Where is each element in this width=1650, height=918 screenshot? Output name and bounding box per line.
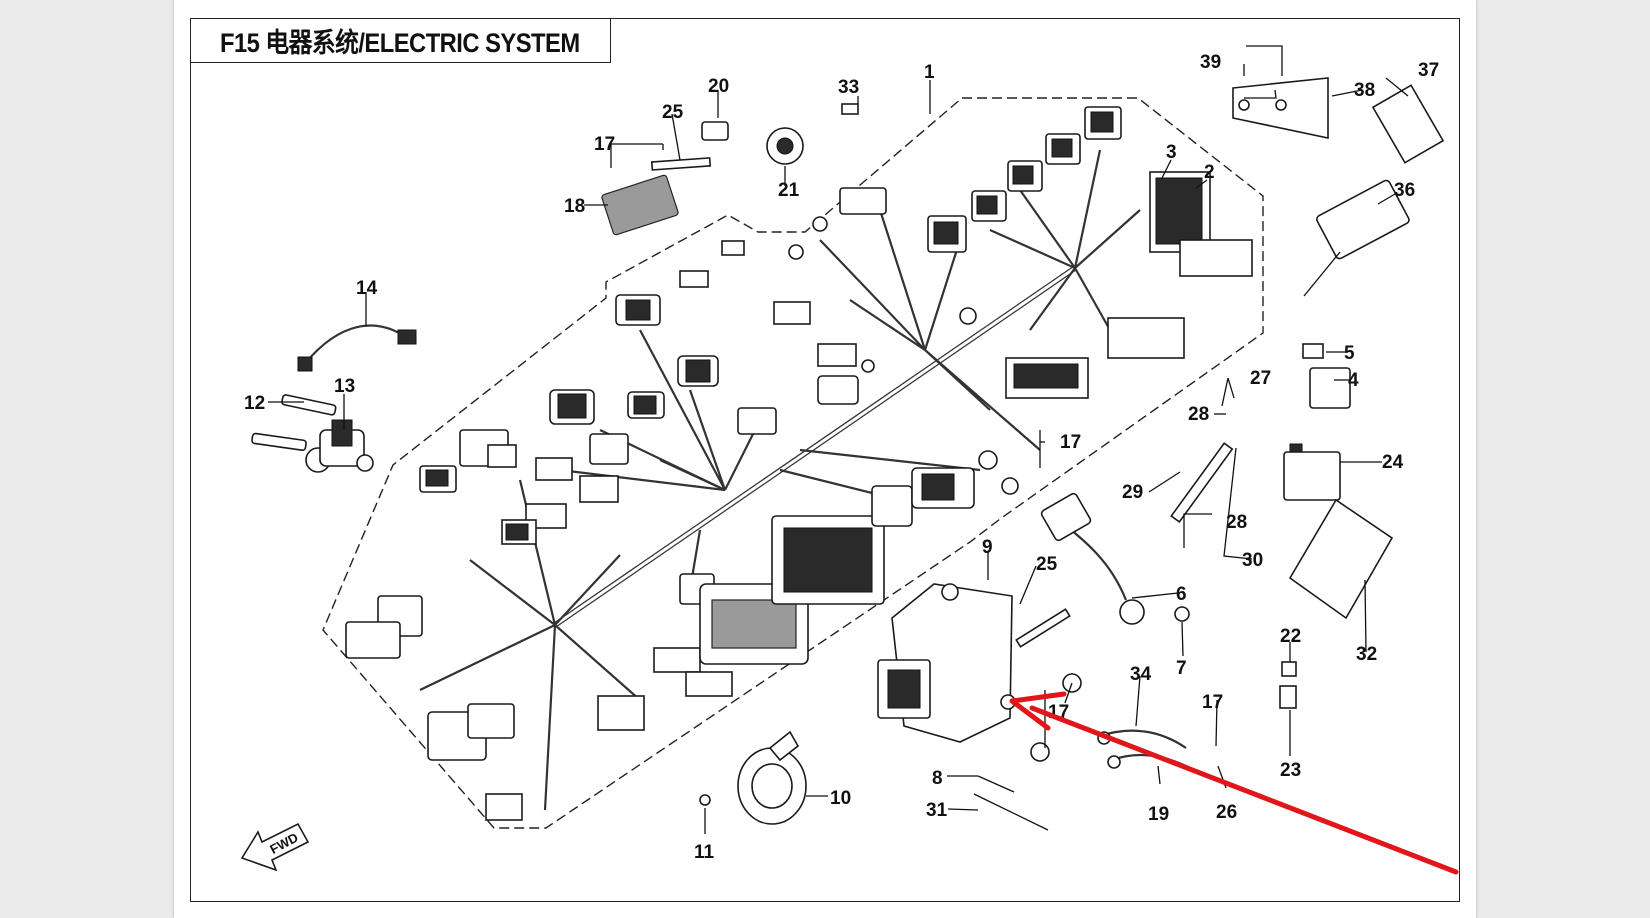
callout-19: 19	[1148, 804, 1169, 825]
callout-25b: 25	[1036, 554, 1058, 575]
document-page: F15 电器系统/ELECTRIC SYSTEM	[174, 0, 1476, 918]
callout-38: 38	[1354, 80, 1375, 101]
callout-23: 23	[1280, 760, 1301, 781]
callout-24: 24	[1382, 452, 1404, 473]
callout-4: 4	[1348, 370, 1359, 391]
callout-29: 29	[1122, 482, 1143, 503]
red-arrow-icon	[1009, 691, 1459, 875]
callout-17b: 17	[1060, 432, 1081, 453]
callout-20: 20	[708, 76, 729, 97]
callout-labels: 1 2 3 4 5 6 7 8 9 10 11 12 13 14 17 17 1…	[244, 52, 1439, 863]
callout-25a: 25	[662, 102, 684, 123]
callout-13: 13	[334, 376, 355, 397]
loose-parts	[240, 77, 1445, 872]
harness-connectors	[345, 106, 1253, 821]
callout-30: 30	[1242, 550, 1263, 571]
callout-12: 12	[244, 393, 265, 414]
callout-22: 22	[1280, 626, 1301, 647]
callout-3: 3	[1166, 142, 1177, 163]
callout-17d: 17	[1202, 692, 1223, 713]
viewer-background-left	[0, 0, 174, 918]
callout-1: 1	[924, 62, 935, 83]
callout-37: 37	[1418, 60, 1439, 81]
viewer-background-right	[1476, 0, 1650, 918]
callout-21: 21	[778, 180, 800, 201]
callout-8: 8	[932, 768, 943, 789]
callout-2: 2	[1204, 162, 1215, 183]
callout-5: 5	[1344, 343, 1355, 364]
callout-39: 39	[1200, 52, 1221, 73]
drawing-frame	[190, 18, 1460, 902]
callout-34: 34	[1130, 664, 1152, 685]
callout-28a: 28	[1188, 404, 1209, 425]
callout-28b: 28	[1226, 512, 1247, 533]
harness-trunk	[419, 149, 1141, 811]
callout-10: 10	[830, 788, 851, 809]
callout-7: 7	[1176, 658, 1187, 679]
callout-18: 18	[564, 196, 585, 217]
title-box: F15 电器系统/ELECTRIC SYSTEM	[190, 18, 611, 63]
callout-32: 32	[1356, 644, 1377, 665]
callout-6: 6	[1176, 584, 1187, 605]
callout-9: 9	[982, 537, 993, 558]
callout-33: 33	[838, 77, 859, 98]
callout-26: 26	[1216, 802, 1237, 823]
callout-17a: 17	[594, 134, 615, 155]
callout-36: 36	[1394, 180, 1415, 201]
callout-14: 14	[356, 278, 378, 299]
page-title: F15 电器系统/ELECTRIC SYSTEM	[220, 27, 580, 58]
callout-31: 31	[926, 800, 948, 821]
callout-27: 27	[1250, 368, 1271, 389]
leader-lines	[268, 45, 1409, 834]
callout-11: 11	[694, 842, 715, 863]
